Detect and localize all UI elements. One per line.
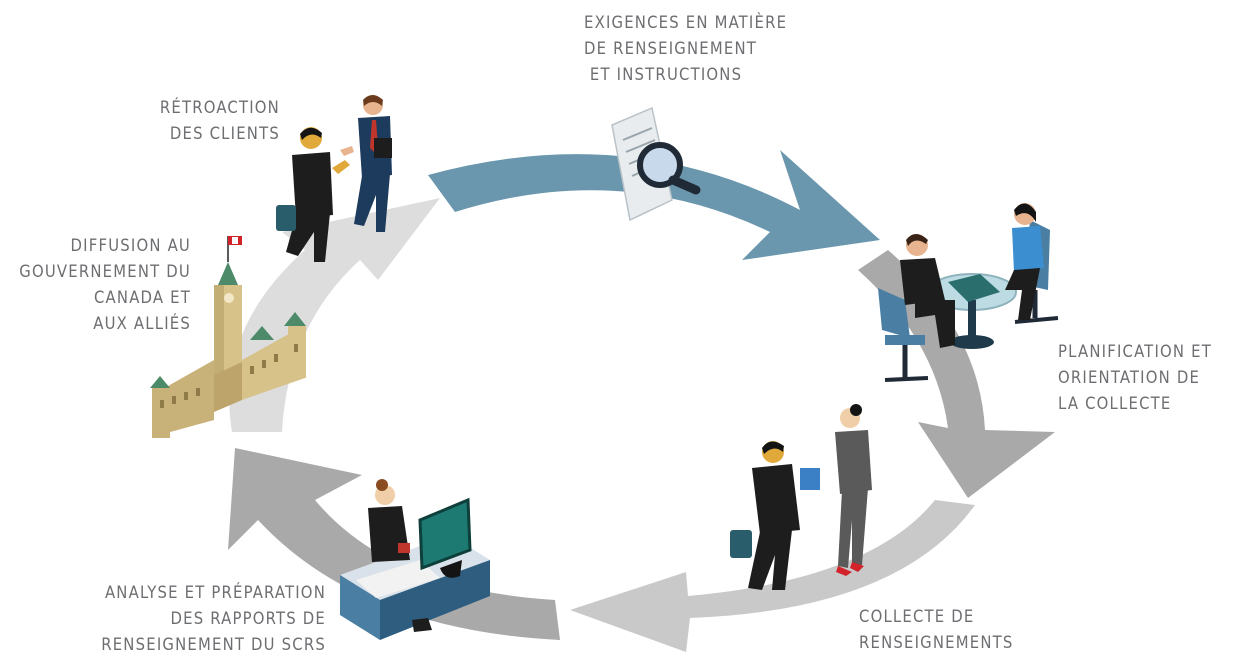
label-dissemination-line-4: AUX ALLIÉS: [93, 314, 191, 333]
label-requirements-line-1: EXIGENCES EN MATIÈRE: [584, 13, 788, 32]
label-dissemination: DIFFUSION AU GOUVERNEMENT DU CANADA ET A…: [19, 233, 191, 337]
label-feedback: RÉTROACTION DES CLIENTS: [160, 95, 280, 147]
label-analysis-line-2: DES RAPPORTS DE: [170, 609, 326, 628]
label-requirements-line-3: ET INSTRUCTIONS: [584, 65, 743, 84]
label-analysis-line-3: RENSEIGNEMENT DU SCRS: [101, 635, 326, 654]
arrow-planning: [858, 250, 1055, 498]
label-dissemination-line-3: CANADA ET: [93, 288, 191, 307]
label-analysis-line-1: ANALYSE ET PRÉPARATION: [104, 583, 326, 602]
analyst-desk-icon: [340, 479, 490, 640]
label-feedback-line-1: RÉTROACTION: [159, 98, 280, 117]
label-collection-line-1: COLLECTE DE: [859, 607, 975, 626]
arrow-collection: [570, 500, 975, 652]
label-collection: COLLECTE DE RENSEIGNEMENTS: [859, 604, 1014, 656]
label-planning-line-2: ORIENTATION DE: [1058, 368, 1201, 387]
label-dissemination-line-1: DIFFUSION AU: [70, 236, 191, 255]
label-feedback-line-2: DES CLIENTS: [169, 124, 280, 143]
handshake-clients-icon: [276, 95, 392, 262]
parliament-building-icon: [150, 236, 306, 438]
label-collection-line-2: RENSEIGNEMENTS: [859, 633, 1014, 652]
label-requirements: EXIGENCES EN MATIÈRE DE RENSEIGNEMENT ET…: [584, 10, 787, 88]
document-magnifier-icon: [611, 106, 701, 222]
label-planning-line-3: LA COLLECTE: [1058, 394, 1172, 413]
label-dissemination-line-2: GOUVERNEMENT DU: [19, 262, 191, 281]
arrow-dissemination: [229, 198, 440, 432]
label-requirements-line-2: DE RENSEIGNEMENT: [584, 39, 758, 58]
label-planning-line-1: PLANIFICATION ET: [1058, 342, 1212, 361]
meeting-table-icon: [878, 203, 1059, 382]
label-planning: PLANIFICATION ET ORIENTATION DE LA COLLE…: [1058, 339, 1212, 417]
arrow-requirements: [428, 150, 880, 260]
label-analysis: ANALYSE ET PRÉPARATION DES RAPPORTS DE R…: [101, 580, 326, 658]
agents-exchange-icon: [730, 404, 872, 590]
